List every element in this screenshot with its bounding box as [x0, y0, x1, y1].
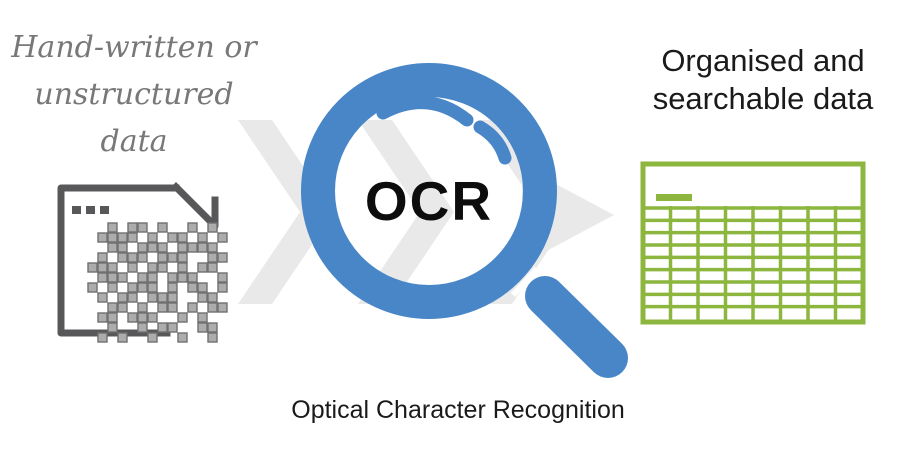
organised-data-label: Organised and searchable data	[618, 42, 906, 118]
diagram-caption: Optical Character Recognition	[291, 396, 625, 424]
handwritten-label-line2: unstructured	[34, 77, 234, 112]
lens-ring	[301, 63, 557, 319]
lens-shine-long	[376, 96, 474, 127]
handwritten-label-line3: data	[100, 124, 168, 159]
document-folded-corner	[171, 182, 219, 230]
ellipsis-dots	[72, 206, 109, 214]
table-grid-lines	[645, 206, 861, 320]
ocr-lens-label: OCR	[364, 170, 494, 232]
noise-pixels	[87, 222, 228, 343]
document-outline	[57, 184, 180, 337]
chevron-band-2	[358, 120, 454, 304]
lens-shine-short	[473, 120, 512, 165]
handwritten-label-line1: Hand-written or	[11, 30, 257, 65]
handle-notch	[510, 266, 540, 298]
document-with-noise-icon	[57, 182, 228, 343]
handwritten-data-label: Hand-written or unstructured data	[8, 24, 260, 165]
organised-label-line1: Organised and	[661, 43, 865, 78]
magnifier-handle	[525, 276, 628, 378]
spreadsheet-table-icon	[640, 161, 866, 325]
magnifying-glass-icon	[301, 63, 628, 378]
organised-label-line2: searchable data	[652, 81, 874, 116]
table-header-dash	[656, 194, 692, 201]
